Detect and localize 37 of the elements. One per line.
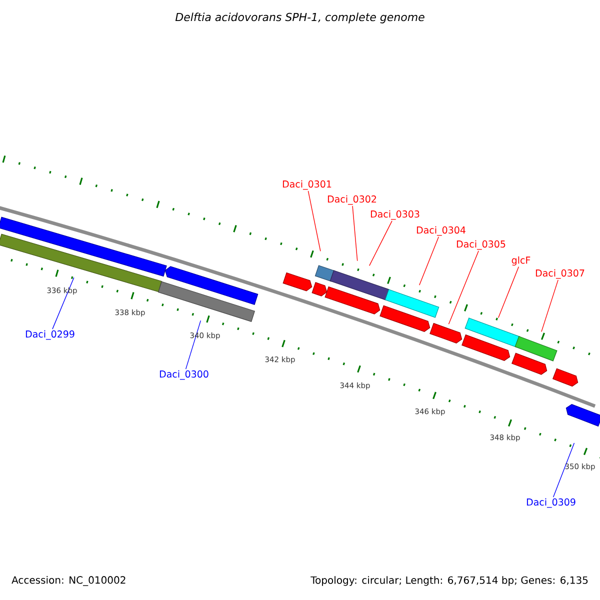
gene-bar bbox=[314, 265, 336, 282]
gene-feature bbox=[324, 286, 380, 314]
gene-feature bbox=[312, 282, 328, 296]
footer-text: Accession: NC_010002 bbox=[12, 576, 126, 586]
leader-line bbox=[419, 236, 439, 286]
gene-bar bbox=[514, 336, 558, 362]
gene-feature bbox=[566, 404, 600, 427]
gene-label: Daci_0307 bbox=[536, 269, 584, 279]
leader-line bbox=[498, 266, 520, 318]
leader-line bbox=[308, 190, 321, 252]
leader-line bbox=[369, 220, 392, 266]
gene-feature bbox=[552, 368, 578, 387]
gene-label: Daci_0309 bbox=[526, 498, 576, 508]
leader-line bbox=[352, 206, 358, 262]
leader-line bbox=[185, 320, 202, 370]
footer-text: Topology: circular; Length: 6,767,514 bp; Genes: 6,135 bbox=[310, 576, 588, 586]
gene-label: Daci_0301 bbox=[282, 180, 332, 190]
gene-bar bbox=[0, 216, 167, 277]
leader-line bbox=[52, 277, 74, 330]
gene-label: glcF bbox=[512, 256, 530, 266]
leader-line bbox=[552, 442, 575, 498]
gene-label: Daci_0300 bbox=[160, 370, 208, 380]
gene-feature bbox=[164, 266, 258, 306]
leader-line bbox=[541, 280, 558, 332]
gene-bar bbox=[464, 318, 520, 348]
gene-feature bbox=[282, 272, 312, 292]
gene-label: Daci_0299 bbox=[26, 330, 74, 340]
gene-label: Daci_0302 bbox=[328, 195, 376, 205]
gene-bar bbox=[384, 289, 440, 318]
title: Delftia acidovorans SPH-1, complete genome bbox=[175, 12, 424, 24]
gene-feature bbox=[380, 305, 430, 332]
gene-bar bbox=[330, 270, 390, 300]
gene-label: Daci_0304 bbox=[416, 226, 466, 236]
gene-feature bbox=[512, 352, 548, 375]
gene-label: Daci_0305 bbox=[456, 240, 506, 250]
leader-line bbox=[448, 250, 479, 324]
gene-label: Daci_0303 bbox=[370, 210, 420, 220]
